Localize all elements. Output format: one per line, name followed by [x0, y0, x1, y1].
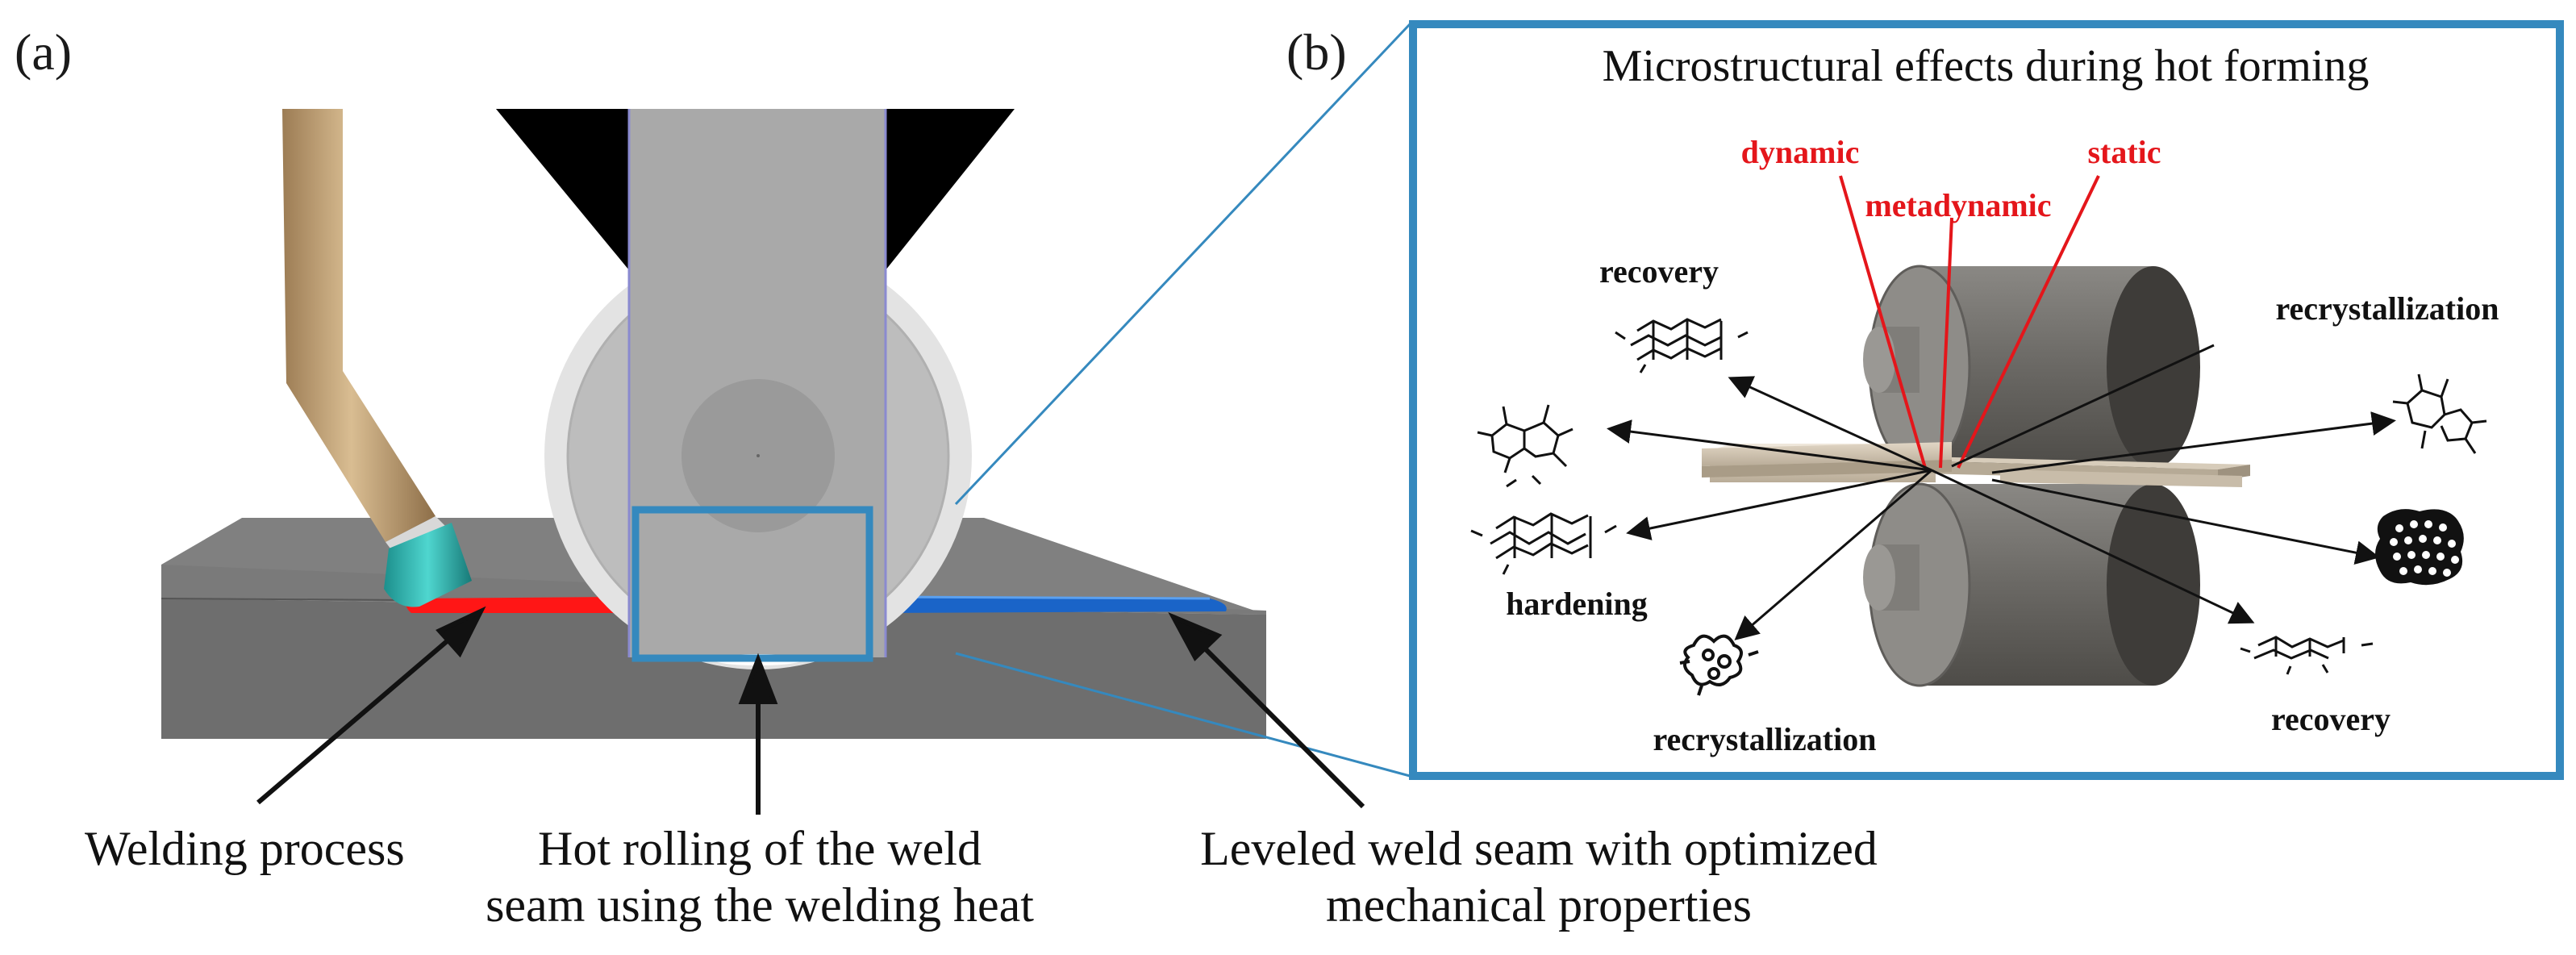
label-recrystallization-bottom: recrystallization — [1653, 721, 1877, 757]
roll-holder-right — [886, 109, 1015, 270]
roll-holder-left — [496, 109, 629, 270]
roll-arm — [627, 109, 887, 657]
leader-static — [1957, 175, 2100, 469]
grain-right-cell — [2392, 373, 2487, 454]
grain-recovery-top — [1615, 318, 1749, 373]
leader-dynamic — [1839, 175, 1927, 469]
arrow-to-recryst-bottom — [1734, 469, 1932, 640]
detail-box — [631, 506, 873, 662]
welding-torch — [282, 109, 472, 607]
caption-leveled-line1: Leveled weld seam with optimized — [1200, 822, 1878, 875]
upper-roll — [1863, 265, 2200, 469]
grain-recovery-bottom — [2240, 636, 2374, 675]
arrow-to-recovery-bottom — [1931, 469, 2255, 624]
caption-welding-process: Welding process — [85, 822, 405, 875]
label-hardening: hardening — [1506, 586, 1648, 622]
weld-seam-leveled — [875, 597, 1227, 613]
arrow-to-grain-right — [1991, 411, 2396, 474]
leader-metadynamic — [1939, 217, 1953, 469]
grain-dense-recryst — [2375, 509, 2464, 586]
lower-roll — [1863, 482, 2200, 687]
arrow-to-grain-left — [1607, 419, 1932, 472]
zoom-line-top — [954, 23, 1411, 506]
grain-left-cell — [1477, 404, 1574, 488]
panel-a-letter: (a) — [15, 23, 72, 81]
grain-recryst-bottom — [1679, 634, 1759, 696]
arrow-leveled — [1199, 643, 1365, 809]
arrow-to-hardening — [1626, 469, 1932, 540]
panel-b-letter: (b) — [1286, 23, 1347, 81]
label-recovery-top: recovery — [1599, 253, 1719, 290]
caption-hot-rolling-line1: Hot rolling of the weld — [538, 822, 982, 875]
arrow-to-recovery-top — [1728, 376, 1932, 472]
panel-b-title: Microstructural effects during hot formi… — [1603, 41, 2370, 91]
arrow-to-dense-grain — [1991, 478, 2380, 565]
caption-hot-rolling-line2: seam using the welding heat — [486, 878, 1034, 932]
zoom-line-bottom — [955, 652, 1411, 778]
label-recovery-bottom: recovery — [2271, 701, 2391, 737]
leader-recryst-top — [1951, 344, 2215, 468]
label-metadynamic: metadynamic — [1865, 187, 2051, 223]
caption-leveled-line2: mechanical properties — [1326, 878, 1752, 932]
label-static: static — [2087, 134, 2161, 170]
panel-b-frame — [1409, 20, 2564, 780]
weld-seam-hot — [406, 597, 621, 613]
label-dynamic: dynamic — [1741, 134, 1860, 170]
label-recrystallization-top: recrystallization — [2276, 290, 2499, 327]
grain-hardening — [1470, 512, 1617, 575]
arrow-welding — [256, 635, 453, 805]
